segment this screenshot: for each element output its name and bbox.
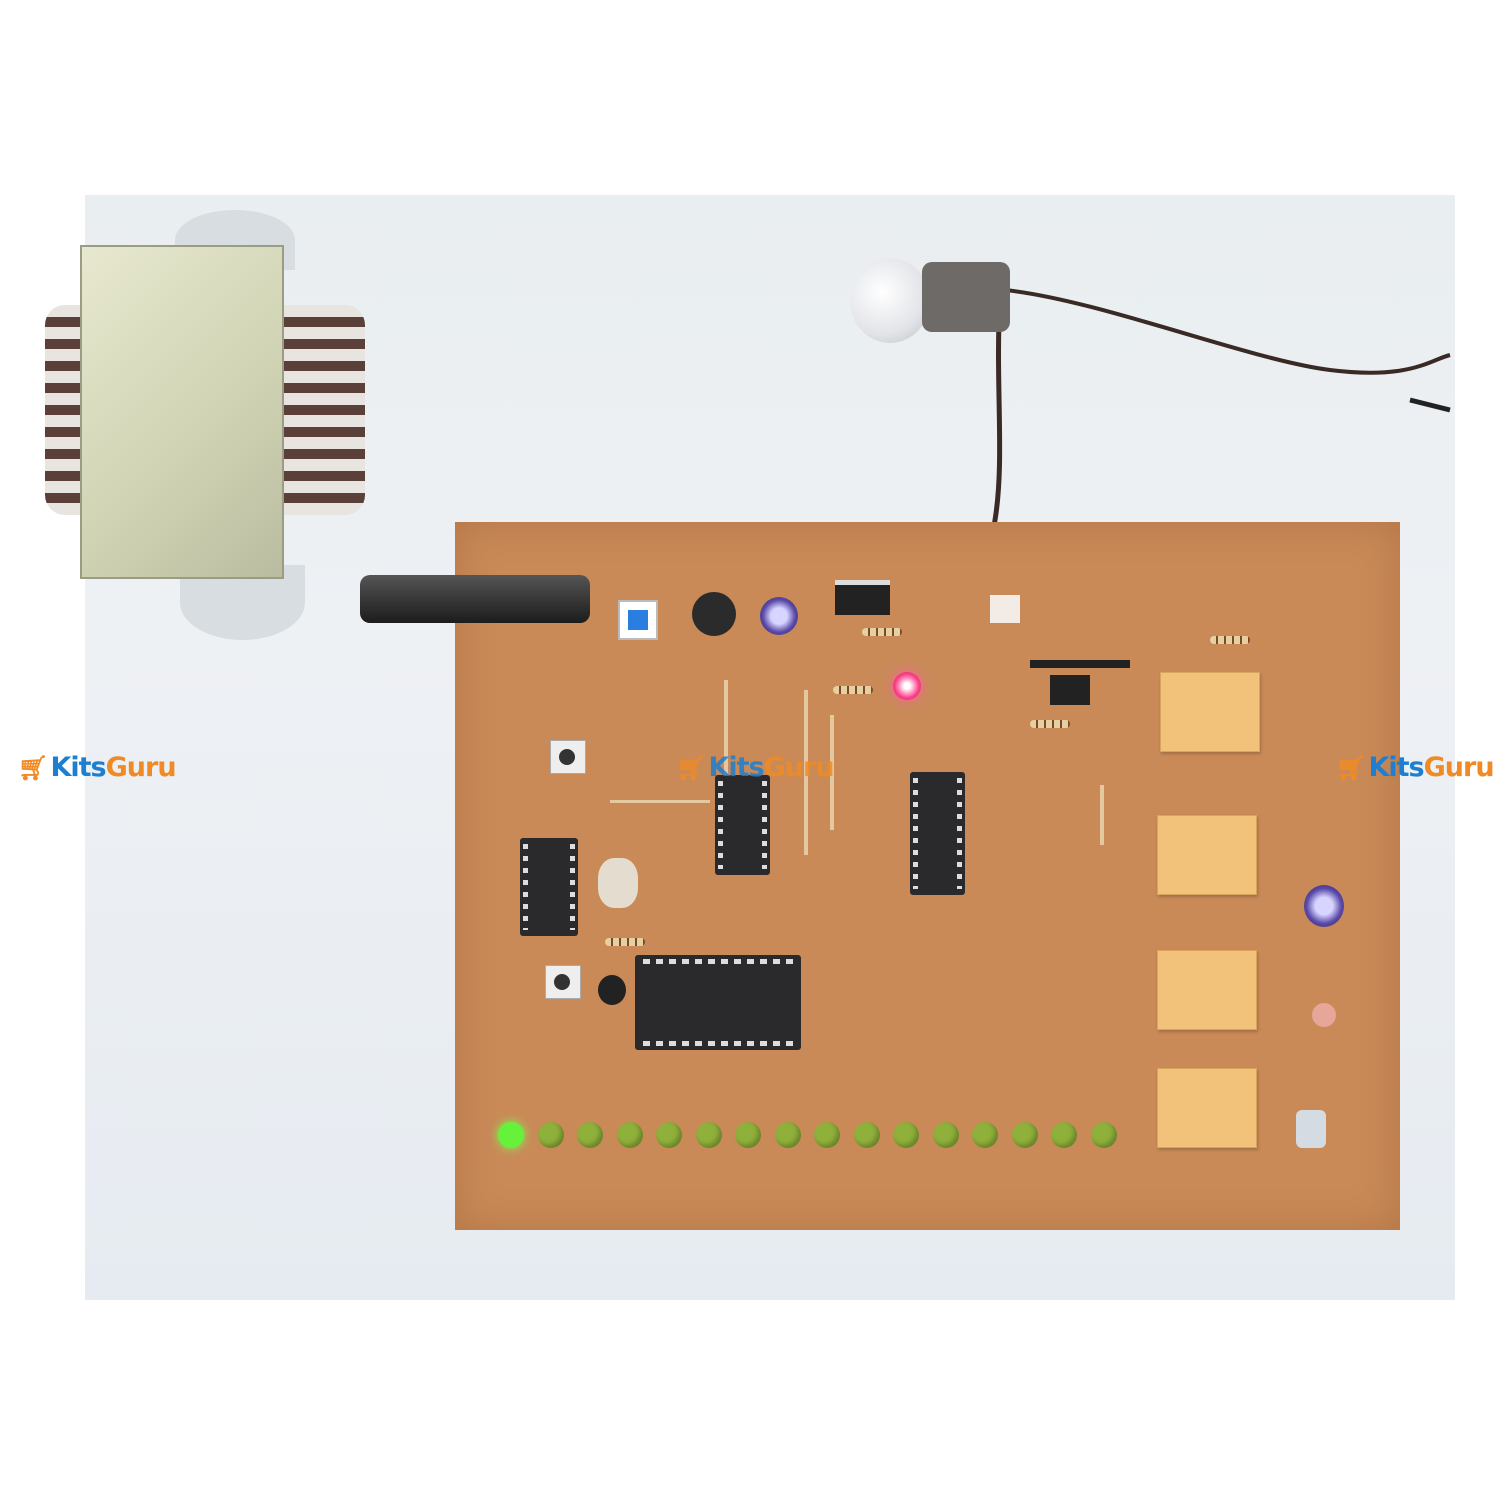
cart-icon: 🛒︎: [676, 753, 706, 782]
ic-chip: [520, 838, 578, 936]
led: [1051, 1122, 1077, 1148]
jumper-wire: [830, 715, 834, 830]
buzzer: [692, 592, 736, 636]
led: [774, 1122, 801, 1148]
push-button: [545, 965, 581, 999]
cart-icon: 🛒︎: [1336, 753, 1366, 782]
jumper-wire: [1100, 785, 1104, 845]
led: [1090, 1122, 1117, 1148]
indicator-led-pink: [893, 672, 921, 700]
relay-1: [1160, 672, 1260, 752]
led: [1011, 1122, 1038, 1148]
resistor: [605, 938, 645, 946]
ic-chip: [910, 772, 965, 895]
jumper-wire: [610, 800, 710, 803]
led: [932, 1122, 959, 1148]
diode: [1030, 660, 1130, 668]
voltage-regulator: [835, 580, 890, 615]
led: [853, 1122, 880, 1148]
push-button: [550, 740, 586, 774]
jumper-wire: [724, 680, 728, 800]
led: [695, 1122, 722, 1148]
wire-out-2: [1409, 397, 1451, 413]
led: [498, 1122, 524, 1148]
bulb-holder: [922, 262, 1010, 332]
ic-chip: [715, 775, 770, 875]
led: [616, 1122, 643, 1148]
led: [893, 1122, 919, 1148]
led: [814, 1122, 840, 1148]
trimmer: [1296, 1110, 1326, 1148]
power-switch: [618, 600, 658, 640]
ldr-sensor: [1312, 1003, 1336, 1027]
potentiometer: [598, 858, 638, 908]
jumper-wire: [804, 690, 808, 855]
relay-2: [1157, 815, 1257, 895]
dc-jack-plug: [360, 575, 590, 623]
microcontroller-chip: [635, 955, 801, 1050]
resistor: [1030, 720, 1070, 728]
resistor: [833, 686, 873, 694]
transistor: [1050, 675, 1090, 705]
cart-icon: 🛒︎: [18, 753, 48, 782]
led: [577, 1122, 603, 1148]
led: [656, 1122, 682, 1148]
wire-out: [1004, 288, 1451, 375]
transformer: [45, 210, 365, 640]
capacitor: [760, 597, 798, 635]
capacitor-small: [598, 975, 626, 1005]
wire-connector: [990, 595, 1020, 623]
led: [537, 1122, 564, 1148]
light-bulb: [850, 258, 930, 343]
resistor: [862, 628, 902, 636]
capacitor: [1304, 885, 1344, 927]
relay-3: [1157, 950, 1257, 1030]
transformer-core: [80, 245, 284, 579]
led: [735, 1122, 761, 1148]
resistor: [1210, 636, 1250, 644]
led: [972, 1122, 998, 1148]
relay-4: [1157, 1068, 1257, 1148]
